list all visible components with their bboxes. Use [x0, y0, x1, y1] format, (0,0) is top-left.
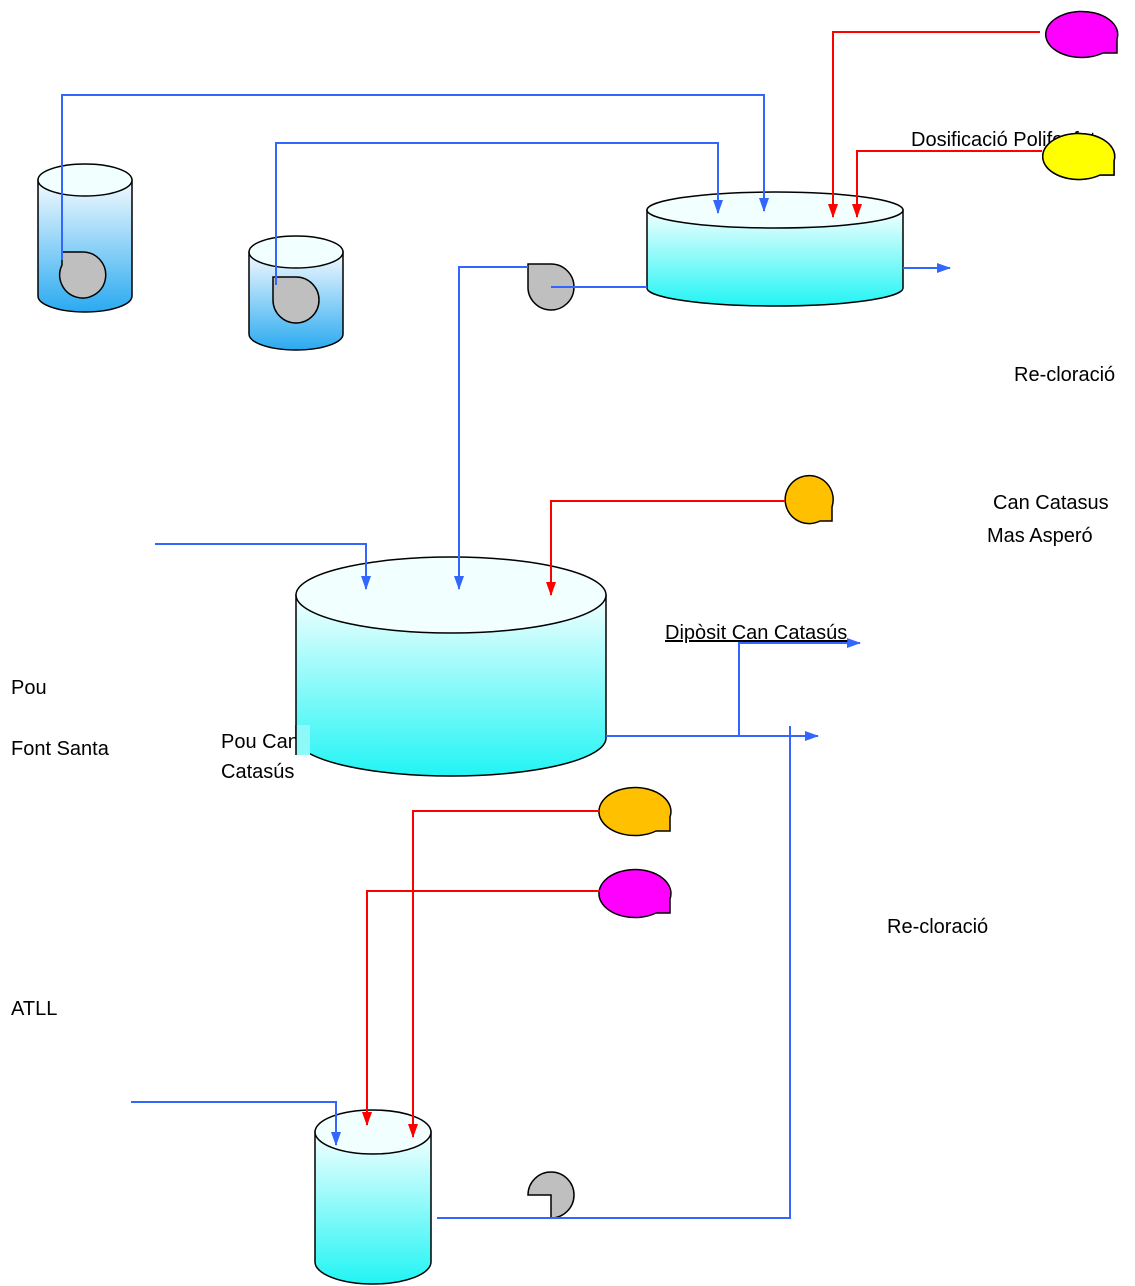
label-diposit-can-catasus: Dipòsit Can Catasús [665, 622, 848, 644]
dosing-line-orange-mid [546, 500, 785, 596]
tank-atll [314, 1109, 432, 1285]
pump-icon [272, 276, 320, 324]
pipe-pump-suction [454, 266, 528, 590]
dosing-line-magenta-top [828, 31, 1040, 218]
tank-edge-overlay [295, 725, 310, 755]
dosing-line-orange-bottom [408, 810, 600, 1138]
doser-orange-mid-icon [784, 474, 834, 525]
label-atll: ATLL [11, 998, 58, 1020]
label-can-catasus: Can Catasus [993, 492, 1109, 514]
tank-pou-can-catasus [295, 556, 607, 777]
dosing-line-yellow [852, 150, 1042, 218]
dosing-tank-top [646, 191, 904, 307]
doser-orange-bottom-icon [598, 786, 672, 837]
label-mas-aspero: Mas Asperó [987, 525, 1093, 547]
pipe-riser [551, 726, 791, 1219]
label-pou-can-catasus: Pou Can Catasús [221, 731, 299, 783]
pipe-left-tank-to-top-tank [61, 94, 769, 260]
pump-icon [527, 263, 575, 311]
doser-magenta-bottom-icon [598, 868, 672, 919]
pump-icon [59, 251, 107, 299]
pipe-atll-inlet [131, 1101, 341, 1146]
pipe-small-tank-to-top-tank [275, 142, 723, 285]
label-recloracio-bottom: Re-cloració [887, 916, 989, 938]
dosing-line-magenta-bottom [362, 890, 600, 1126]
label-font-santa: Font Santa [11, 738, 109, 760]
doser-magenta-top-icon [1044, 10, 1119, 59]
pipe-branch-diposit [738, 638, 861, 736]
label-recloracio-top: Re-cloració [1014, 364, 1116, 386]
label-pou: Pou [11, 677, 47, 699]
pipe-pou-font-santa-inlet [155, 543, 371, 590]
doser-yellow-overlay-icon [1041, 132, 1116, 181]
pump-icon [527, 1171, 575, 1219]
